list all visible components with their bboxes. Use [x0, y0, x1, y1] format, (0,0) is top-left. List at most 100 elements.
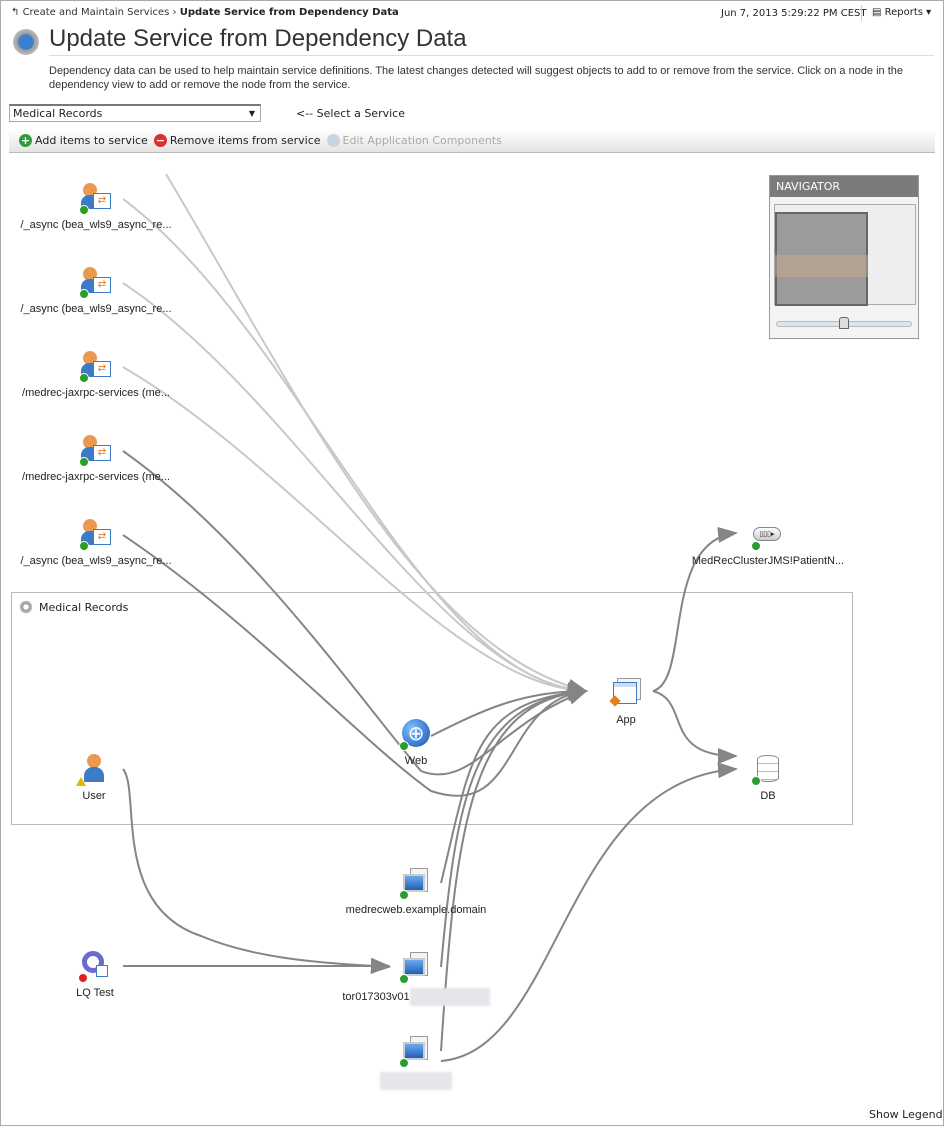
add-items-label: Add items to service — [35, 134, 148, 147]
node-medrec2[interactable]: ⇄ /medrec-jaxrpc-services (me... — [0, 435, 196, 483]
user-component-icon: ⇄ — [79, 435, 111, 467]
navigator-overview[interactable] — [774, 204, 916, 306]
node-medrecweb[interactable]: medrecweb.example.domain — [316, 868, 516, 916]
status-ok-icon — [399, 741, 409, 751]
edge-web — [430, 683, 588, 737]
node-label — [316, 1072, 516, 1090]
redacted-text — [409, 988, 490, 1006]
breadcrumb-parent-link[interactable]: Create and Maintain Services — [22, 7, 170, 18]
node-db[interactable]: DB — [668, 754, 868, 802]
status-ok-icon — [79, 205, 89, 215]
status-ok-icon — [751, 776, 761, 786]
edge-host3-app — [440, 684, 588, 1052]
synthetic-test-icon — [78, 951, 110, 983]
page-title: Update Service from Dependency Data — [49, 25, 467, 52]
status-ok-icon — [751, 541, 761, 551]
edge-app-db — [652, 690, 738, 764]
service-select[interactable]: Medical Records ▼ — [9, 104, 261, 122]
minus-icon: − — [153, 134, 167, 147]
node-label: User — [82, 790, 106, 802]
add-items-button[interactable]: +Add items to service — [19, 134, 148, 147]
service-select-value: Medical Records — [13, 107, 103, 120]
toolbar: +Add items to service −Remove items from… — [9, 129, 935, 153]
node-user[interactable]: User — [0, 754, 194, 802]
status-ok-icon — [79, 541, 89, 551]
show-legend-link[interactable]: Show Legend — [869, 1108, 943, 1121]
edge-medrecweb — [440, 684, 588, 884]
node-label: LQ Test — [76, 987, 114, 999]
node-app[interactable]: App — [526, 678, 726, 726]
node-web[interactable]: ⊕ Web — [316, 719, 516, 767]
node-label: Web — [404, 755, 428, 767]
title-divider — [49, 55, 934, 56]
service-group-label: Medical Records — [39, 601, 129, 614]
queue-icon: ▯▯▯▸ — [751, 519, 783, 551]
edge-host3-db — [440, 762, 738, 1062]
edge-medrec2 — [122, 450, 588, 776]
edit-app-components-button[interactable]: Edit Application Components — [326, 134, 502, 147]
remove-items-button[interactable]: −Remove items from service — [153, 134, 321, 147]
redacted-text — [380, 1072, 452, 1090]
node-label: /_async (bea_wls9_async_re... — [20, 219, 172, 231]
edge-user-tor — [122, 768, 391, 974]
navigator-panel: NAVIGATOR — [769, 175, 919, 339]
host-icon — [399, 952, 431, 984]
service-gear-icon — [19, 600, 33, 614]
zoom-slider[interactable] — [776, 317, 912, 329]
breadcrumb-current: Update Service from Dependency Data — [179, 7, 399, 18]
timestamp: Jun 7, 2013 5:29:22 PM CEST — [721, 8, 867, 19]
node-tor[interactable]: tor017303v01 — [316, 952, 516, 1006]
node-jms[interactable]: ▯▯▯▸ MedRecClusterJMS!PatientN... — [668, 519, 868, 567]
node-label: tor017303v01 — [316, 988, 516, 1006]
status-ok-icon — [399, 1058, 409, 1068]
host-icon — [399, 868, 431, 900]
node-label: /_async (bea_wls9_async_re... — [20, 303, 172, 315]
navigator-title: NAVIGATOR — [770, 176, 918, 197]
user-icon — [76, 754, 109, 786]
user-component-icon: ⇄ — [79, 351, 111, 383]
node-label: /_async (bea_wls9_async_re... — [20, 555, 172, 567]
node-async3[interactable]: ⇄ /_async (bea_wls9_async_re... — [0, 519, 196, 567]
node-label: MedRecClusterJMS!PatientN... — [691, 555, 845, 567]
edge-top — [165, 173, 588, 695]
zoom-slider-thumb[interactable] — [839, 317, 849, 329]
globe-icon: ⊕ — [399, 719, 431, 751]
status-ok-icon — [399, 974, 409, 984]
user-component-icon: ⇄ — [79, 183, 111, 215]
application-icon — [609, 678, 641, 708]
status-ok-icon — [79, 289, 89, 299]
node-lqtest[interactable]: LQ Test — [0, 951, 195, 999]
edit-app-components-label: Edit Application Components — [342, 134, 502, 147]
node-label: /medrec-jaxrpc-services (me... — [22, 471, 170, 483]
status-ok-icon — [79, 457, 89, 467]
node-async1[interactable]: ⇄ /_async (bea_wls9_async_re... — [0, 183, 196, 231]
status-error-icon — [78, 973, 88, 983]
reports-menu-button[interactable]: ▤ Reports ▾ — [861, 5, 931, 21]
page-description: Dependency data can be used to help main… — [49, 65, 904, 91]
edge-async3 — [122, 534, 588, 797]
reports-label: Reports — [884, 7, 923, 18]
status-ok-icon — [399, 890, 409, 900]
navigator-group-band — [775, 255, 868, 277]
database-icon — [751, 754, 783, 786]
host-icon — [399, 1036, 431, 1068]
service-group-box — [11, 592, 853, 825]
breadcrumb: ↰ Create and Maintain Services › Update … — [11, 7, 399, 18]
chevron-down-icon: ▼ — [248, 109, 255, 118]
node-host3[interactable] — [316, 1036, 516, 1090]
node-label: /medrec-jaxrpc-services (me... — [22, 387, 170, 399]
node-medrec1[interactable]: ⇄ /medrec-jaxrpc-services (me... — [0, 351, 196, 399]
status-warning-icon — [76, 777, 86, 786]
edge-app-jms — [652, 526, 738, 692]
status-ok-icon — [79, 373, 89, 383]
remove-items-label: Remove items from service — [169, 134, 321, 147]
user-component-icon: ⇄ — [79, 519, 111, 551]
select-service-hint: <-- Select a Service — [296, 107, 405, 120]
edge-medrec1 — [122, 366, 588, 699]
node-async2[interactable]: ⇄ /_async (bea_wls9_async_re... — [0, 267, 196, 315]
service-gear-icon — [11, 27, 41, 57]
node-label: medrecweb.example.domain — [345, 904, 487, 916]
node-label: App — [616, 714, 636, 726]
user-component-icon: ⇄ — [79, 267, 111, 299]
